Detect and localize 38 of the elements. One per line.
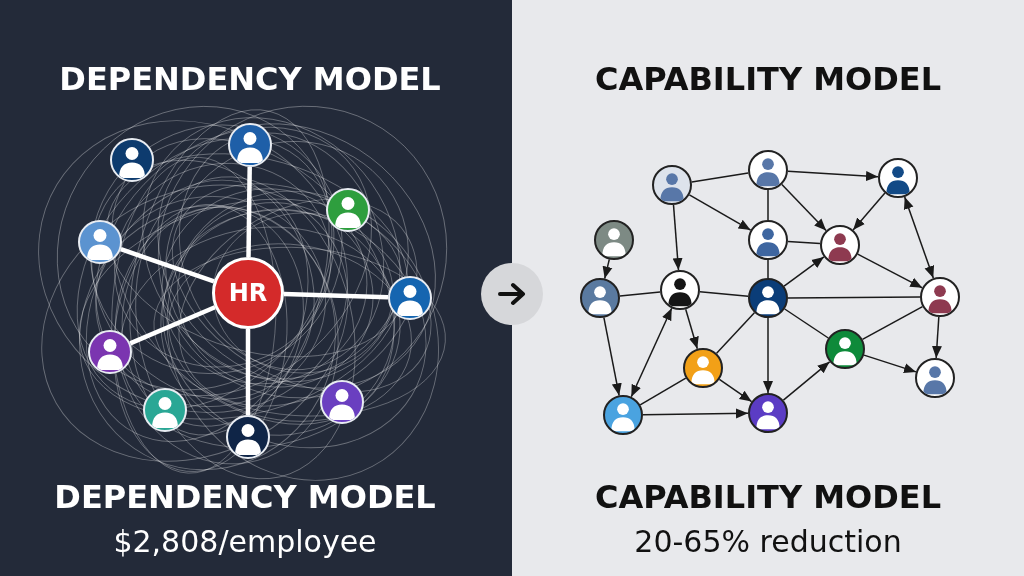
arrow bbox=[852, 192, 886, 231]
arrow bbox=[642, 408, 749, 419]
panel-heading: CAPABILITY MODEL bbox=[594, 62, 942, 98]
connector-line bbox=[767, 259, 769, 279]
connector-line bbox=[619, 291, 661, 297]
arrow bbox=[688, 194, 752, 231]
double-arrow bbox=[630, 307, 673, 398]
panel-heading: DEPENDENCY MODEL bbox=[59, 62, 441, 98]
connector-line bbox=[787, 240, 821, 245]
double-arrow bbox=[903, 196, 935, 279]
connector-line bbox=[245, 329, 251, 415]
connector-line bbox=[715, 311, 756, 355]
connector-line bbox=[691, 172, 749, 183]
connector-line bbox=[783, 308, 830, 339]
connector-line bbox=[861, 305, 924, 341]
arrow bbox=[718, 378, 753, 403]
arrow bbox=[863, 354, 917, 373]
model-name: CAPABILITY MODEL bbox=[594, 480, 942, 516]
arrow bbox=[787, 170, 879, 182]
connector-line bbox=[283, 291, 389, 300]
arrow bbox=[931, 316, 942, 359]
arrow bbox=[603, 316, 622, 397]
connector-line bbox=[639, 377, 687, 406]
model-name: DEPENDENCY MODEL bbox=[54, 480, 436, 516]
cost-figure: $2,808/employee bbox=[113, 525, 377, 558]
reduction-figure: 20-65% reduction bbox=[634, 525, 902, 558]
arrow bbox=[672, 204, 683, 271]
arrow bbox=[684, 308, 699, 350]
arrow bbox=[783, 256, 825, 287]
arrow bbox=[602, 258, 613, 280]
arrow bbox=[782, 361, 831, 401]
connector-line bbox=[767, 189, 769, 221]
arrow bbox=[763, 317, 773, 394]
connector-line bbox=[787, 296, 921, 299]
arrow bbox=[856, 253, 924, 289]
arrow bbox=[781, 183, 827, 232]
connector-line bbox=[129, 305, 216, 346]
connector-line bbox=[699, 291, 749, 297]
